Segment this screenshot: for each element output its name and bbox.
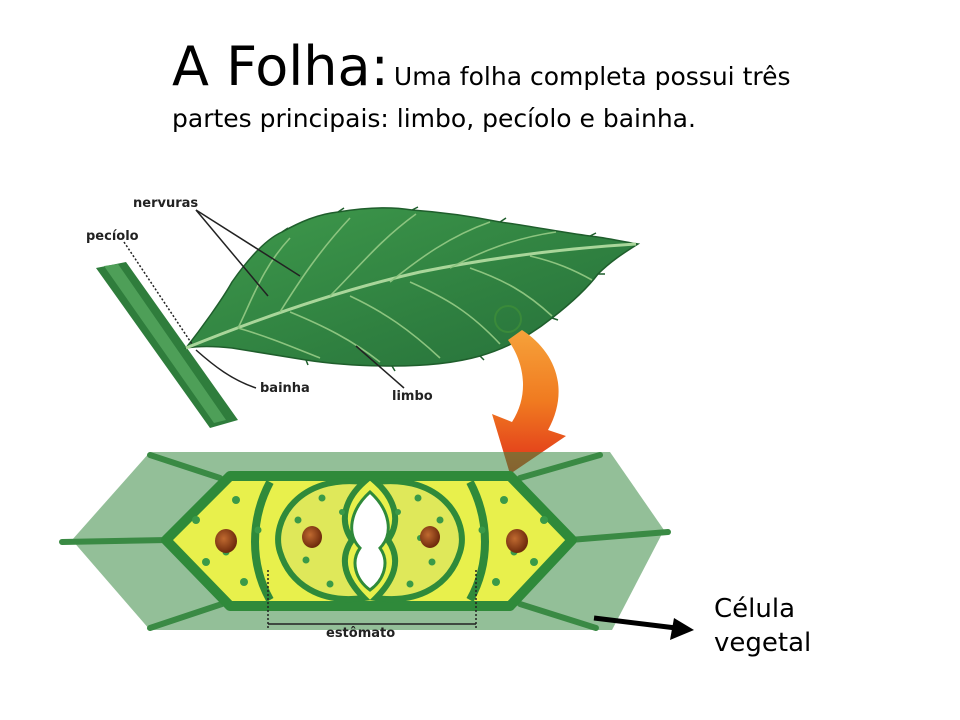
cell-label-line2: vegetal <box>714 628 812 658</box>
stoma-bracket <box>267 570 477 630</box>
label-bainha: bainha <box>260 381 310 396</box>
cell-arrow <box>593 615 694 640</box>
title-block: A Folha: Uma folha completa possui três … <box>172 35 912 134</box>
label-nervuras: nervuras <box>133 196 198 211</box>
label-peciolo: pecíolo <box>86 229 139 244</box>
title-description-line1: Uma folha completa possui três <box>393 62 791 91</box>
leader-lines <box>123 209 405 389</box>
stoma-diagram <box>59 452 671 631</box>
label-limbo: limbo <box>392 389 433 404</box>
stem <box>96 262 238 428</box>
cell-label: Célula vegetal <box>714 592 811 660</box>
nucleus-guard-left <box>302 526 322 548</box>
title-description-line2: partes principais: limbo, pecíolo e bain… <box>172 104 696 133</box>
page-title: A Folha: <box>172 35 389 98</box>
label-estomato: estômato <box>326 626 395 641</box>
cell-label-line1: Célula <box>714 594 796 624</box>
leaf-blade <box>184 206 641 372</box>
magnify-arrow <box>492 330 566 474</box>
detail-circle <box>494 305 522 333</box>
nucleus-right <box>506 529 528 553</box>
nucleus-guard-right <box>420 526 440 548</box>
nucleus-left <box>215 529 237 553</box>
